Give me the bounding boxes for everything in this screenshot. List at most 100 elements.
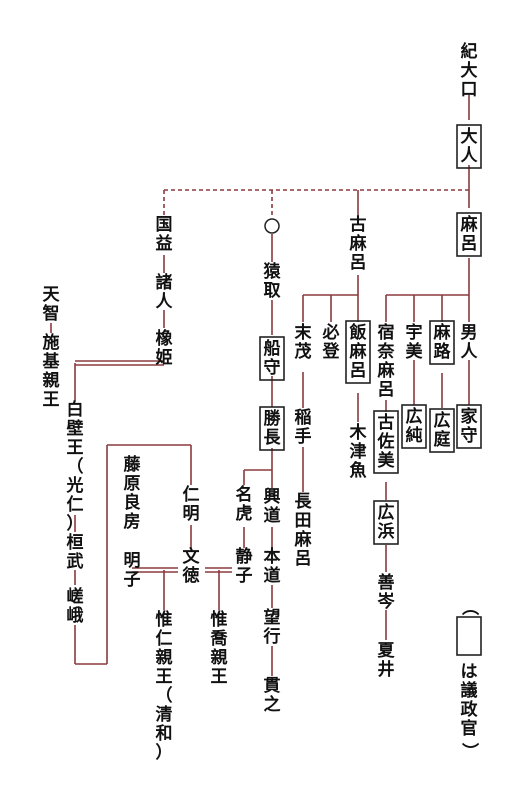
person-hitsuto-char: 登 (322, 341, 341, 362)
person-ietsugu: 家 (461, 406, 478, 427)
person-motomichi-char: 道 (264, 565, 281, 586)
person-nagata_maro-char: 呂 (295, 549, 312, 569)
person-korehito-char: 王 (156, 667, 173, 687)
person-morohito-char: 人 (156, 292, 174, 312)
person-suemochi: 末 (295, 322, 313, 343)
person-mochiyuki-char: 行 (263, 626, 281, 647)
person-hirohama: 広 (378, 502, 395, 523)
person-koretaka-char: 親 (211, 647, 228, 668)
person-maji-char: 路 (434, 341, 452, 362)
person-kanmu: 桓 (67, 532, 84, 553)
person-tochihime: 橡 (156, 328, 173, 349)
person-okimichi: 興 (264, 486, 281, 507)
person-natsui-char: 井 (378, 659, 395, 680)
person-kitsuna: 木 (349, 422, 368, 443)
person-shiki-char: 基 (42, 351, 61, 372)
person-korehito-char: 親 (156, 647, 173, 668)
person-ki_oguchi: 紀 (461, 41, 478, 62)
person-iimaro: 飯 (349, 322, 367, 343)
person-kitsuna-char: 魚 (350, 460, 367, 481)
person-kokuyaku-char: 益 (156, 233, 173, 254)
person-saru: 猿 (263, 261, 282, 282)
person-koretaka-char: 喬 (210, 628, 229, 649)
person-suemochi-char: 茂 (295, 341, 312, 362)
person-fujiwara_yoshifusa: 藤 (124, 455, 142, 475)
councillor-box (373, 500, 399, 545)
person-tochihime-char: 姫 (156, 347, 173, 368)
person-kosami-char: 佐 (377, 431, 395, 452)
person-shizuko-char: 子 (236, 566, 253, 586)
unknown-person-circle (264, 218, 280, 234)
person-katsunaga: 勝 (264, 408, 282, 429)
legend-paren-open: （ (459, 599, 480, 616)
person-komaro-char: 呂 (350, 253, 367, 273)
legend-note-char: 官 (461, 718, 478, 739)
person-hitsuto: 必 (322, 322, 340, 343)
person-umami-char: 美 (406, 341, 424, 362)
person-shizuko: 静 (236, 546, 253, 567)
person-koretaka: 惟 (211, 609, 228, 630)
person-okimichi-char: 道 (264, 505, 281, 526)
person-sukuna_maro-char: 麻 (377, 360, 396, 381)
person-shiki-char: 親 (43, 370, 60, 391)
person-mochiyuki: 望 (264, 607, 281, 628)
person-motomichi: 本 (264, 546, 281, 567)
councillor-box (429, 320, 455, 365)
person-maji: 麻 (433, 322, 452, 343)
person-shirakabe-char: （ (67, 456, 84, 477)
person-saga-char: 峨 (67, 606, 84, 626)
councillor-box (345, 320, 371, 384)
person-montoku: 文 (183, 546, 201, 567)
person-kokuyaku: 国 (156, 215, 173, 235)
person-hironiwa-char: 庭 (434, 429, 451, 450)
person-saru-char: 取 (264, 281, 281, 301)
person-natsui: 夏 (378, 641, 396, 661)
person-korehito-char: 清 (156, 704, 173, 725)
person-komaro: 古 (350, 214, 367, 235)
person-tenji-char: 智 (43, 303, 60, 324)
person-komaro-char: 麻 (349, 233, 368, 254)
councillor-box (259, 336, 285, 381)
person-ki_oguchi-char: 口 (461, 80, 478, 100)
person-maro: 麻 (460, 214, 479, 235)
person-fujiwara_yoshifusa-char: 良 (124, 492, 141, 513)
person-tsurayuki: 貫 (264, 676, 281, 696)
legend-box-sample (456, 616, 482, 656)
person-otoko-char: 人 (461, 342, 479, 362)
person-funamori-char: 守 (264, 357, 281, 378)
person-maro-char: 呂 (461, 234, 478, 254)
person-inate-char: 手 (295, 426, 312, 447)
legend-paren-close: ） (459, 743, 480, 760)
councillor-box (456, 212, 482, 257)
person-akirakeiko-char: 子 (124, 570, 141, 590)
person-sukuna_maro: 宿 (378, 322, 395, 343)
person-korehito-char: 仁 (156, 628, 173, 649)
person-iimaro-char: 麻 (349, 341, 368, 362)
person-koretaka-char: 王 (211, 667, 228, 687)
person-fujiwara_yoshifusa-char: 原 (124, 474, 141, 494)
councillor-box (429, 408, 455, 453)
councillor-box (401, 404, 427, 449)
legend-note-char: 議 (461, 680, 478, 701)
person-oohito-char: 人 (461, 146, 479, 166)
person-nagata_maro-char: 田 (295, 511, 312, 531)
person-korehito-char: ） (156, 742, 173, 763)
person-sukuna_maro-char: 呂 (378, 380, 395, 400)
person-shirakabe-char: 仁 (67, 494, 84, 515)
person-fujiwara_yoshifusa-char: 房 (124, 511, 141, 532)
person-hironiwa: 広 (434, 410, 451, 431)
person-oohito: 大 (461, 126, 478, 147)
person-shirakabe-char: 壁 (67, 418, 84, 439)
person-natora-char: 虎 (236, 504, 253, 524)
person-korehito-char: （ (156, 685, 173, 706)
person-yoshimine-char: 岑 (378, 591, 396, 612)
person-sukuna_maro-char: 奈 (377, 341, 396, 362)
person-shirakabe-char: 王 (67, 438, 84, 458)
person-shiki: 施 (43, 332, 60, 353)
person-morohito: 諸 (156, 272, 173, 293)
person-nagata_maro-char: 麻 (294, 529, 313, 550)
councillor-box (373, 410, 399, 474)
person-shirakabe-char: 光 (66, 475, 84, 496)
person-nagata_maro: 長 (295, 492, 313, 512)
